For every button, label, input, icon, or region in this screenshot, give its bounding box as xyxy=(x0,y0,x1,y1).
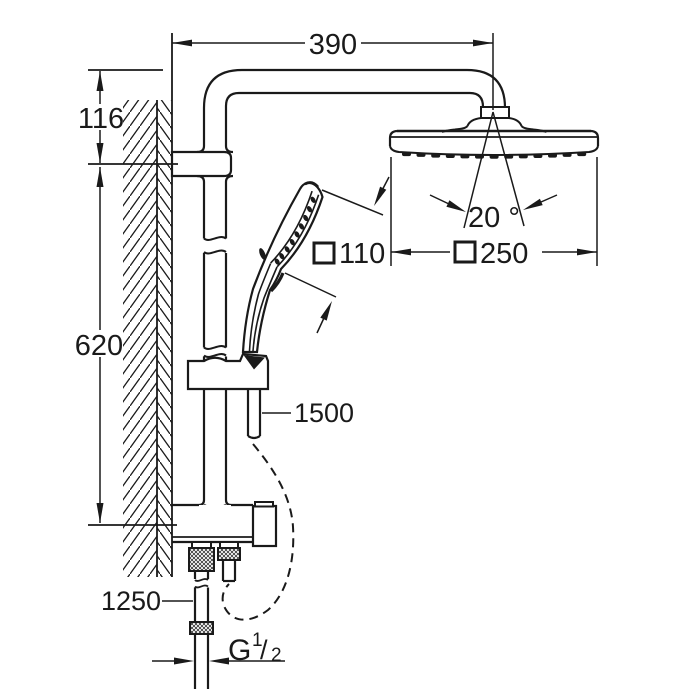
square-symbol-250 xyxy=(453,240,477,264)
shower-pipe xyxy=(196,68,507,510)
wall-bracket xyxy=(170,150,233,178)
dim-250: 250 xyxy=(480,238,528,270)
diverter-body xyxy=(172,501,278,548)
hand-shower xyxy=(241,181,324,354)
head-shower xyxy=(388,106,600,159)
dimension-labels: 390 116 620 20 ° 250 110 1500 1250 G 1 /… xyxy=(75,29,529,667)
glide-holder xyxy=(186,352,270,391)
dim-20deg: 20 ° xyxy=(468,202,520,234)
thread-letter: G xyxy=(228,634,251,667)
dim-1250: 1250 xyxy=(101,586,161,616)
wall-hatching xyxy=(123,100,172,577)
hand-shower-nozzles xyxy=(274,196,316,265)
dim-1500: 1500 xyxy=(294,398,354,428)
dimension-ticks xyxy=(88,69,178,526)
dim-thread: G 1 / 2 xyxy=(228,630,282,667)
thread-denominator: 2 xyxy=(271,645,282,666)
dimension-arrows xyxy=(96,39,597,665)
hand-shower-button xyxy=(259,248,266,260)
dimensions: 390 116 620 20 ° 250 110 1500 1250 G 1 /… xyxy=(75,29,598,667)
holder-cone xyxy=(243,355,265,370)
thread-slash: / xyxy=(260,635,268,665)
hose-outlet xyxy=(217,541,241,583)
square-symbol-110 xyxy=(312,241,336,265)
dim-390: 390 xyxy=(309,29,357,61)
supply-connection xyxy=(188,541,215,689)
thread-numerator: 1 xyxy=(252,630,263,651)
dim-116: 116 xyxy=(78,103,124,135)
dim-620: 620 xyxy=(75,330,123,362)
dim-110: 110 xyxy=(339,238,385,270)
shower-hose xyxy=(221,389,295,621)
diverter-knob xyxy=(251,504,278,548)
